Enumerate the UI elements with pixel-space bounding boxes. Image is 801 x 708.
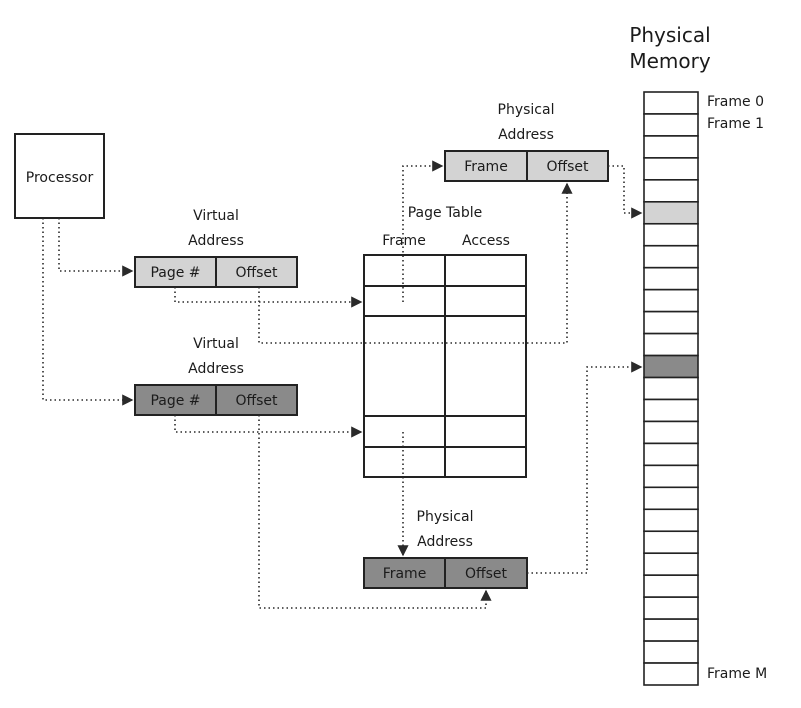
va1-offset-to-pa1-arrow xyxy=(258,182,573,344)
memory-frame xyxy=(643,662,699,686)
physical-address-2-caption-line1: Physical xyxy=(417,509,474,525)
physical-memory-title-line2: Memory xyxy=(629,49,711,73)
frame-m-label: Frame M xyxy=(707,666,767,682)
frame-0-label: Frame 0 xyxy=(707,94,764,110)
virtual-address-1-caption-line1: Virtual xyxy=(193,208,239,224)
va2-offset-to-pa2-arrow xyxy=(258,415,492,609)
memory-frame xyxy=(643,398,699,423)
physical-address-1-frame-label: Frame xyxy=(464,159,508,175)
connectors xyxy=(42,160,643,609)
pa2-to-memory-arrow xyxy=(527,361,643,574)
memory-frame-highlighted xyxy=(643,201,699,225)
memory-frame xyxy=(643,332,699,357)
memory-frame xyxy=(643,266,699,291)
memory-frame xyxy=(643,288,699,313)
physical-address-2: Physical Address Frame Offset xyxy=(363,509,528,589)
processor-label: Processor xyxy=(26,170,94,186)
physical-memory-title-line1: Physical xyxy=(629,23,710,47)
va1-page-to-table-arrow xyxy=(174,287,363,308)
memory-frame xyxy=(643,442,699,467)
memory-frame xyxy=(643,618,699,642)
page-table-col-access: Access xyxy=(462,233,510,249)
virtual-address-2-offset-cell xyxy=(215,384,298,416)
memory-frame xyxy=(643,464,699,489)
memory-frame xyxy=(643,113,699,137)
processor-to-va1-arrow xyxy=(58,218,134,277)
memory-frames xyxy=(643,91,699,686)
virtual-address-1-offset-label: Offset xyxy=(235,265,278,281)
page-table-col-frame: Frame xyxy=(382,233,426,249)
page-table-title: Page Table xyxy=(408,205,483,221)
memory-frame xyxy=(643,91,699,115)
memory-frame xyxy=(643,552,699,576)
physical-address-1-offset-cell xyxy=(526,150,609,182)
virtual-address-1: Virtual Address Page # Offset xyxy=(134,208,298,288)
virtual-address-1-page-label: Page # xyxy=(150,265,200,281)
memory-frame xyxy=(643,376,699,401)
physical-address-2-offset-label: Offset xyxy=(465,566,508,582)
memory-frame xyxy=(643,486,699,511)
memory-frame xyxy=(643,530,699,555)
physical-address-2-frame-cell xyxy=(363,557,446,589)
memory-frame xyxy=(643,157,699,181)
memory-frame xyxy=(643,222,699,247)
virtual-address-2-offset-label: Offset xyxy=(235,393,278,409)
memory-frame xyxy=(643,508,699,533)
physical-memory: Physical Memory Frame 0 Frame 1 Frame M xyxy=(629,23,767,686)
memory-frame xyxy=(643,244,699,269)
processor-to-va2-arrow xyxy=(42,218,134,406)
memory-frame xyxy=(643,135,699,159)
page-table: Page Table Frame Access xyxy=(363,205,527,478)
memory-frame xyxy=(643,420,699,445)
memory-frame xyxy=(643,640,699,664)
virtual-address-2-page-label: Page # xyxy=(150,393,200,409)
va2-page-to-table-arrow xyxy=(174,415,363,438)
virtual-address-1-caption-line2: Address xyxy=(188,233,244,249)
physical-address-1: Physical Address Frame Offset xyxy=(444,102,609,182)
physical-address-2-caption-line2: Address xyxy=(417,534,473,550)
pa1-to-memory-arrow xyxy=(608,165,643,219)
physical-address-2-offset-cell xyxy=(444,557,528,589)
physical-address-1-caption-line1: Physical xyxy=(498,102,555,118)
virtual-address-2: Virtual Address Page # Offset xyxy=(134,336,298,416)
frame-1-label: Frame 1 xyxy=(707,116,764,132)
memory-frame-highlighted xyxy=(643,354,699,379)
memory-frame xyxy=(643,310,699,335)
memory-frame xyxy=(643,179,699,203)
virtual-address-2-caption-line2: Address xyxy=(188,361,244,377)
memory-frame xyxy=(643,574,699,598)
virtual-address-2-caption-line1: Virtual xyxy=(193,336,239,352)
processor-box: Processor xyxy=(14,133,105,219)
physical-address-1-offset-label: Offset xyxy=(546,159,589,175)
physical-address-1-caption-line2: Address xyxy=(498,127,554,143)
memory-frame xyxy=(643,596,699,620)
physical-address-2-frame-label: Frame xyxy=(383,566,427,582)
table-to-pa1-frame-arrow xyxy=(402,160,444,302)
virtual-address-1-offset-cell xyxy=(215,256,298,288)
